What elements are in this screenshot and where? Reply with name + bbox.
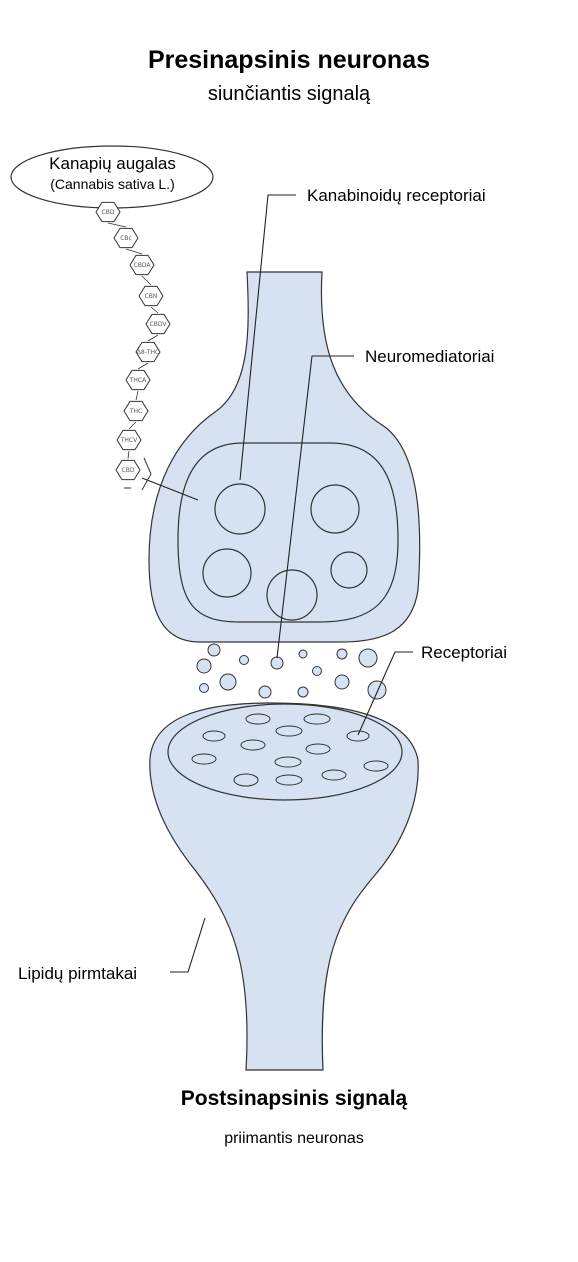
compound-hexagon	[113, 227, 139, 249]
compound-hexagon	[95, 201, 121, 223]
plant-name: Kanapių augalas	[49, 154, 176, 173]
compound-link	[147, 334, 159, 342]
plant-latin-name: (Cannabis sativa L.)	[50, 176, 175, 192]
compound-label: CBD	[122, 467, 135, 474]
leader-cannabinoid-receptors	[239, 194, 296, 481]
neurotransmitter-molecules	[196, 643, 387, 700]
page-title: Presinapsinis neuronas	[147, 46, 431, 74]
label-lipid-precursors: Lipidų pirmtakai	[18, 964, 138, 983]
compound-link	[141, 275, 152, 286]
compound-hexagon	[116, 429, 142, 451]
vesicle	[266, 569, 318, 621]
receptor-sites	[191, 713, 389, 787]
leader-lipids	[170, 917, 206, 973]
compound-label: THC	[129, 408, 142, 415]
compound-hexagon	[145, 313, 171, 335]
compound-link	[128, 421, 137, 430]
footer-title: Postsinapsinis signalą	[180, 1087, 408, 1110]
compound-hexagon	[115, 459, 141, 481]
vesicle	[202, 548, 252, 598]
compound-label: CBDA	[134, 262, 152, 269]
label-neurotransmitters: Neuromediatoriai	[365, 347, 495, 366]
label-receptors: Receptoriai	[421, 643, 507, 662]
postsynaptic-neuron	[149, 702, 419, 1071]
compound-link	[127, 450, 130, 460]
compound-hexagon	[123, 400, 149, 422]
chain-bracket	[141, 457, 152, 491]
compound-label: CBDV	[150, 321, 168, 328]
compound-link	[150, 306, 159, 314]
compound-label: CBN	[145, 293, 158, 300]
receptor-membrane	[167, 703, 403, 801]
page-subtitle: siunčiantis signalą	[207, 83, 371, 105]
compound-hexagon	[138, 285, 164, 307]
vesicle	[310, 484, 360, 534]
footer-subtitle: priimantis neuronas	[224, 1130, 364, 1147]
compound-hexagon	[129, 254, 155, 276]
compound-label: THCV	[120, 437, 138, 444]
compound-link	[135, 390, 139, 401]
compound-link	[125, 248, 143, 255]
vesicle	[214, 483, 266, 535]
compound-link	[137, 362, 149, 370]
compound-link	[107, 222, 127, 228]
vesicle	[330, 551, 368, 589]
compound-label: CBD	[102, 209, 115, 216]
compound-hexagon	[135, 341, 161, 363]
compound-label: CBc	[120, 235, 132, 242]
compound-label: Δ8-THC	[137, 349, 159, 356]
compound-label: THCA	[129, 377, 147, 384]
compound-hexagon	[125, 369, 151, 391]
leader-neurotransmitters	[276, 355, 354, 659]
leader-plant-to-neuron	[141, 477, 199, 501]
leader-receptors	[357, 651, 413, 736]
label-cannabinoid-receptors: Kanabinoidų receptoriai	[307, 186, 486, 205]
